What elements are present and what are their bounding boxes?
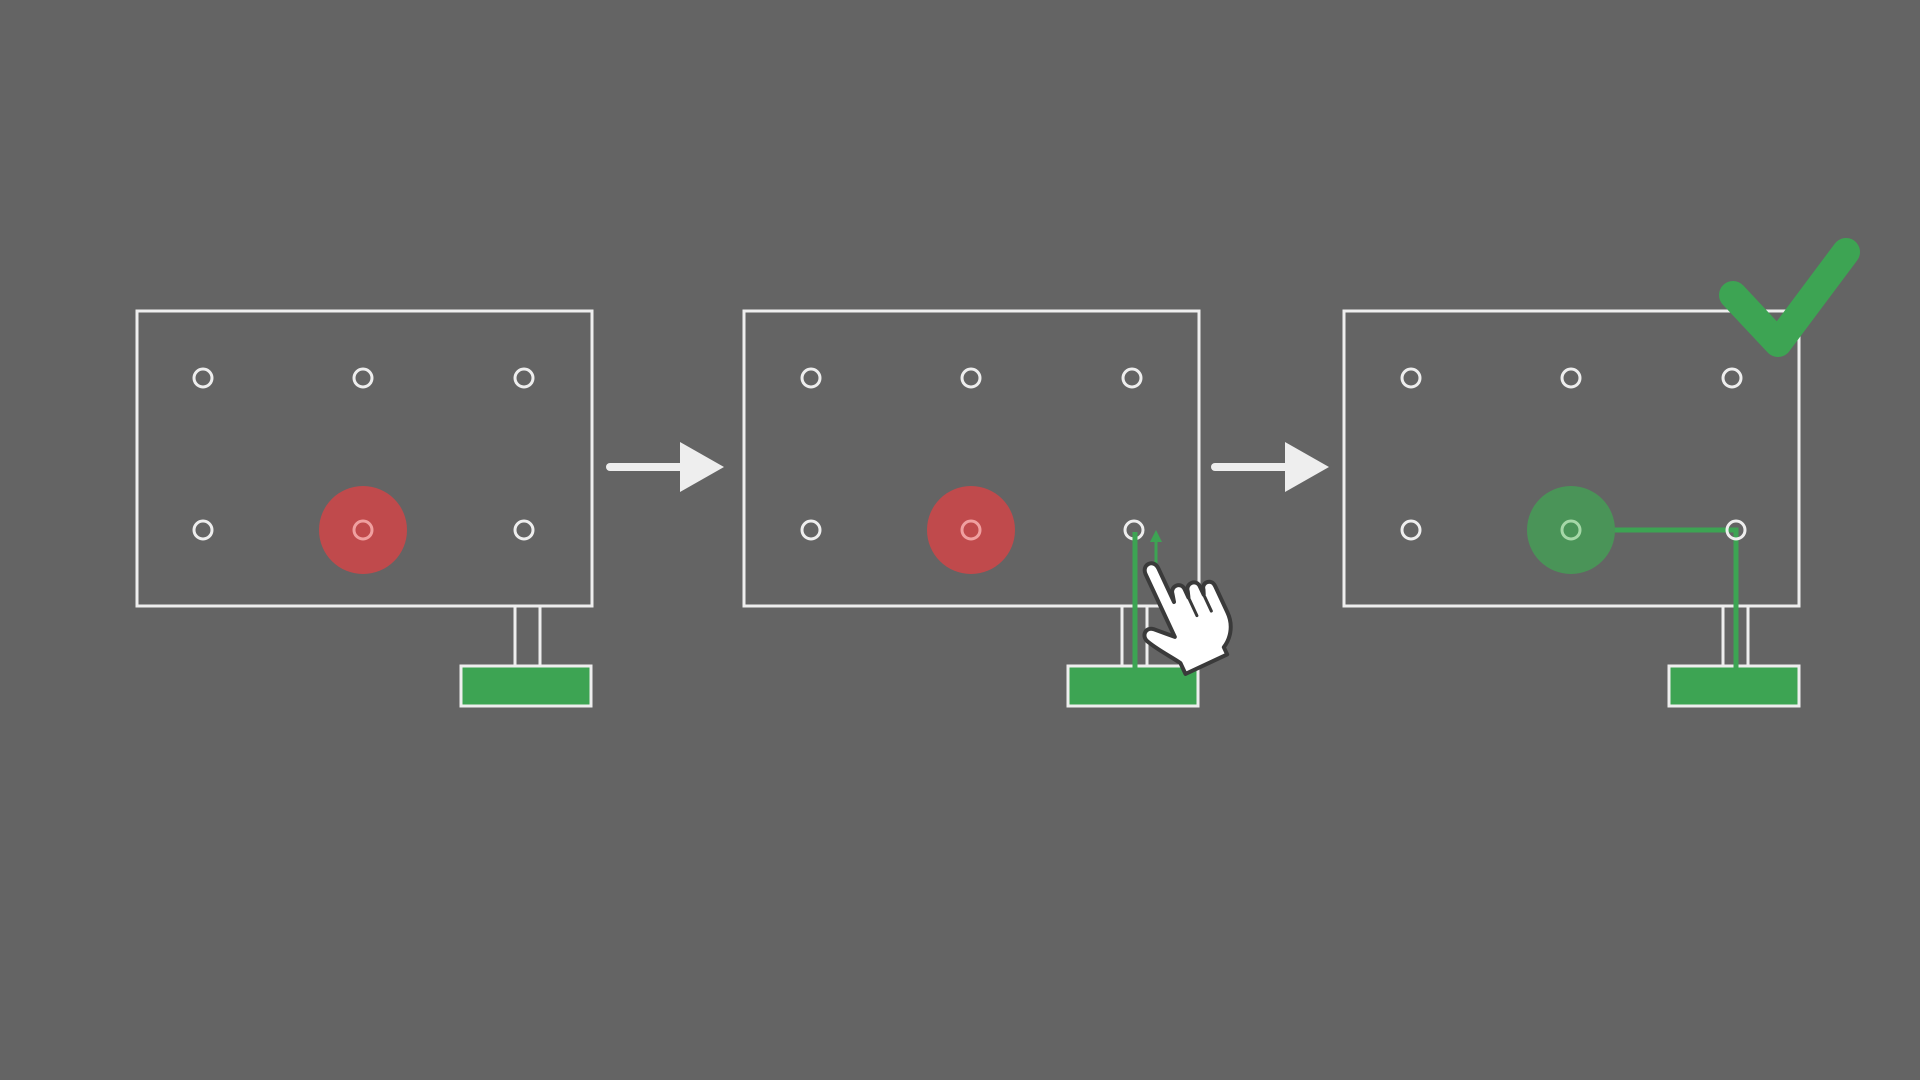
connector-stem — [513, 604, 542, 668]
panel-board — [742, 309, 1201, 608]
checkmark-icon — [1719, 238, 1860, 357]
hole — [1121, 367, 1143, 389]
target-hole — [960, 519, 982, 541]
hole — [1721, 367, 1743, 389]
hole — [800, 519, 822, 541]
wire-path — [1571, 527, 1739, 668]
right-arrow-icon — [606, 442, 724, 492]
target-highlight — [927, 486, 1015, 574]
hole — [513, 367, 535, 389]
right-arrow-icon — [1211, 442, 1329, 492]
hole — [960, 367, 982, 389]
panel-start — [135, 309, 594, 708]
connector-base — [1667, 664, 1801, 708]
hole — [1725, 519, 1747, 541]
connector-base — [459, 664, 593, 708]
pointing-hand-cursor-icon[interactable] — [1117, 542, 1243, 683]
hole — [192, 519, 214, 541]
drag-direction-arrowhead — [1150, 530, 1162, 542]
panel-board — [1342, 309, 1801, 608]
hole — [800, 367, 822, 389]
target-hole — [1560, 519, 1582, 541]
target-highlight — [1527, 486, 1615, 574]
hole — [192, 367, 214, 389]
hole — [1560, 367, 1582, 389]
hole — [1400, 367, 1422, 389]
target-hole — [352, 519, 374, 541]
hole — [1400, 519, 1422, 541]
hole — [352, 367, 374, 389]
panel-solved — [1342, 238, 1860, 708]
hole — [513, 519, 535, 541]
panel-connecting — [742, 309, 1243, 708]
connector-base — [1066, 664, 1200, 708]
panel-board — [135, 309, 594, 608]
target-highlight — [319, 486, 407, 574]
